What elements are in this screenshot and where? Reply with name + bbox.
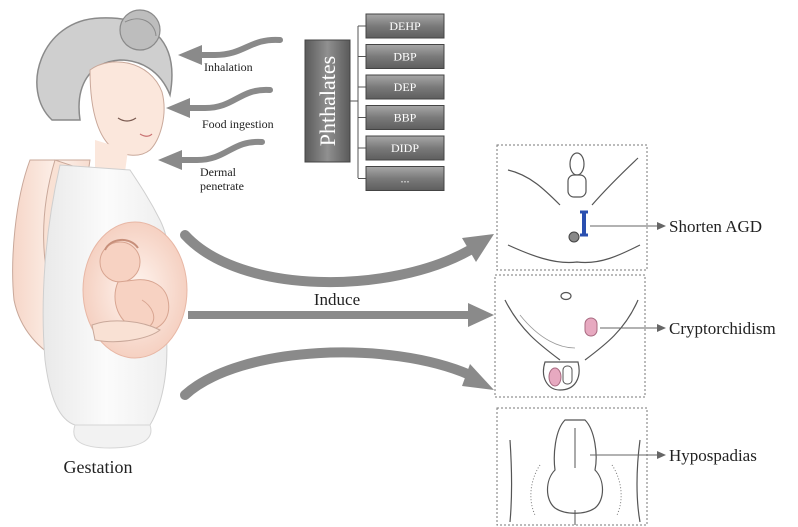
panel-hypospadias (497, 408, 647, 525)
phthalates-title: Phthalates (315, 56, 340, 146)
panel-shorten-agd (497, 145, 647, 270)
route-label-inhalation: Inhalation (204, 60, 253, 74)
chemical-label: DEP (394, 80, 417, 94)
induce-label: Induce (314, 290, 360, 309)
exposure-routes: Inhalation Food ingestion Dermal penetra… (158, 40, 280, 193)
route-label-dermal-penetrate: Dermal penetrate (200, 165, 244, 193)
pregnant-woman-illustration (13, 10, 187, 448)
route-food-ingestion: Food ingestion (166, 90, 274, 131)
chemical-list: DEHP DBP DEP BBP DIDP... (358, 14, 444, 191)
chemical-label: BBP (394, 111, 417, 125)
route-label-food-ingestion: Food ingestion (202, 117, 274, 131)
chemical-label: DIDP (391, 141, 419, 155)
gestation-label: Gestation (64, 457, 133, 477)
chemical-label: DBP (393, 50, 417, 64)
undescended-testis (585, 318, 597, 336)
route-dermal-penetrate: Dermal penetrate (158, 142, 262, 193)
route-label-dermal-line1: Dermal (200, 165, 237, 179)
chemical-label: DEHP (389, 19, 421, 33)
route-inhalation: Inhalation (178, 40, 280, 74)
outcome-label-hypospadias: Hypospadias (669, 446, 757, 465)
phthalates-group: Phthalates DEHP DBP DEP BBP DIDP... (305, 14, 444, 191)
effect-arrows: Induce (185, 234, 494, 395)
outcome-label-shorten-agd: Shorten AGD (669, 217, 762, 236)
chemical-label: ... (401, 172, 410, 186)
route-label-dermal-line2: penetrate (200, 179, 244, 193)
curved-arrow-top (185, 235, 470, 282)
panel-cryptorchidism (495, 275, 645, 397)
curved-arrow-bottom (185, 352, 470, 395)
outcome-label-cryptorchidism: Cryptorchidism (669, 319, 776, 338)
